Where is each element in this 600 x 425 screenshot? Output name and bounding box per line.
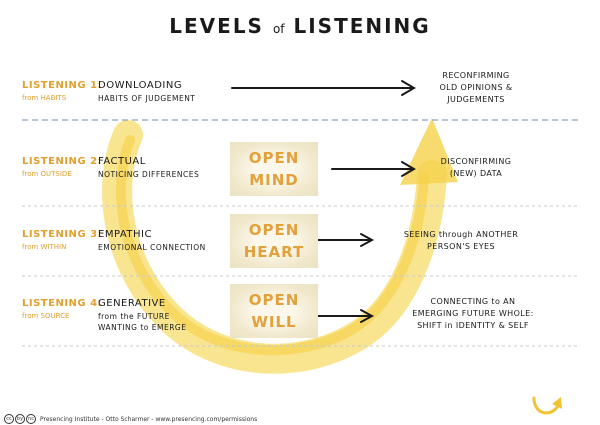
level-1-result: RECONFIRMING OLD OPINIONS & JUDGEMENTS <box>439 71 513 104</box>
level-2-head: FACTUAL <box>98 156 146 167</box>
u-curve-arrow-icon <box>532 396 562 415</box>
by-icon: by <box>15 414 25 424</box>
level-2-name: LISTENING 2: <box>22 156 103 167</box>
level-3-name: LISTENING 3: <box>22 229 103 240</box>
level-4-name: LISTENING 4: <box>22 298 103 309</box>
level-4-head: GENERATIVE <box>98 298 166 309</box>
level-3-result: SEEING through ANOTHER PERSON'S EYES <box>403 230 519 251</box>
level-4-sub-2: WANTING to EMERGE <box>98 323 187 332</box>
level-3-sub: EMOTIONAL CONNECTION <box>98 243 206 252</box>
level-3-from: from WITHIN <box>22 243 67 251</box>
level-1-from: from HABITS <box>22 94 67 102</box>
open-mind-box: OPEN MIND <box>230 142 318 196</box>
level-4-result: CONNECTING to AN EMERGING FUTURE WHOLE: … <box>412 297 534 330</box>
level-3-head: EMPATHIC <box>98 229 152 240</box>
footer-credit: cc by nc Presencing Institute - Otto Sch… <box>4 414 257 424</box>
nc-icon: nc <box>26 414 36 424</box>
level-1-head: DOWNLOADING <box>98 80 183 91</box>
cc-icon: cc <box>4 414 14 424</box>
creative-commons-icons: cc by nc <box>4 414 36 424</box>
level-2-result: DISCONFIRMING (NEW) DATA <box>440 157 512 178</box>
level-4-sub-1: from the FUTURE <box>98 312 170 321</box>
level-1-name: LISTENING 1: <box>22 80 103 91</box>
open-will-box: OPEN WILL <box>230 284 318 338</box>
level-2-sub: NOTICING DIFFERENCES <box>98 170 200 179</box>
level-2-from: from OUTSIDE <box>22 170 72 178</box>
level-4-from: from SOURCE <box>22 312 70 320</box>
page-title: LEVELS of LISTENING <box>169 14 431 38</box>
level-1-sub: HABITS OF JUDGEMENT <box>98 94 196 103</box>
open-heart-box: OPEN HEART <box>230 214 318 268</box>
footer-credit-text: Presencing Institute - Otto Scharmer - w… <box>40 415 258 423</box>
